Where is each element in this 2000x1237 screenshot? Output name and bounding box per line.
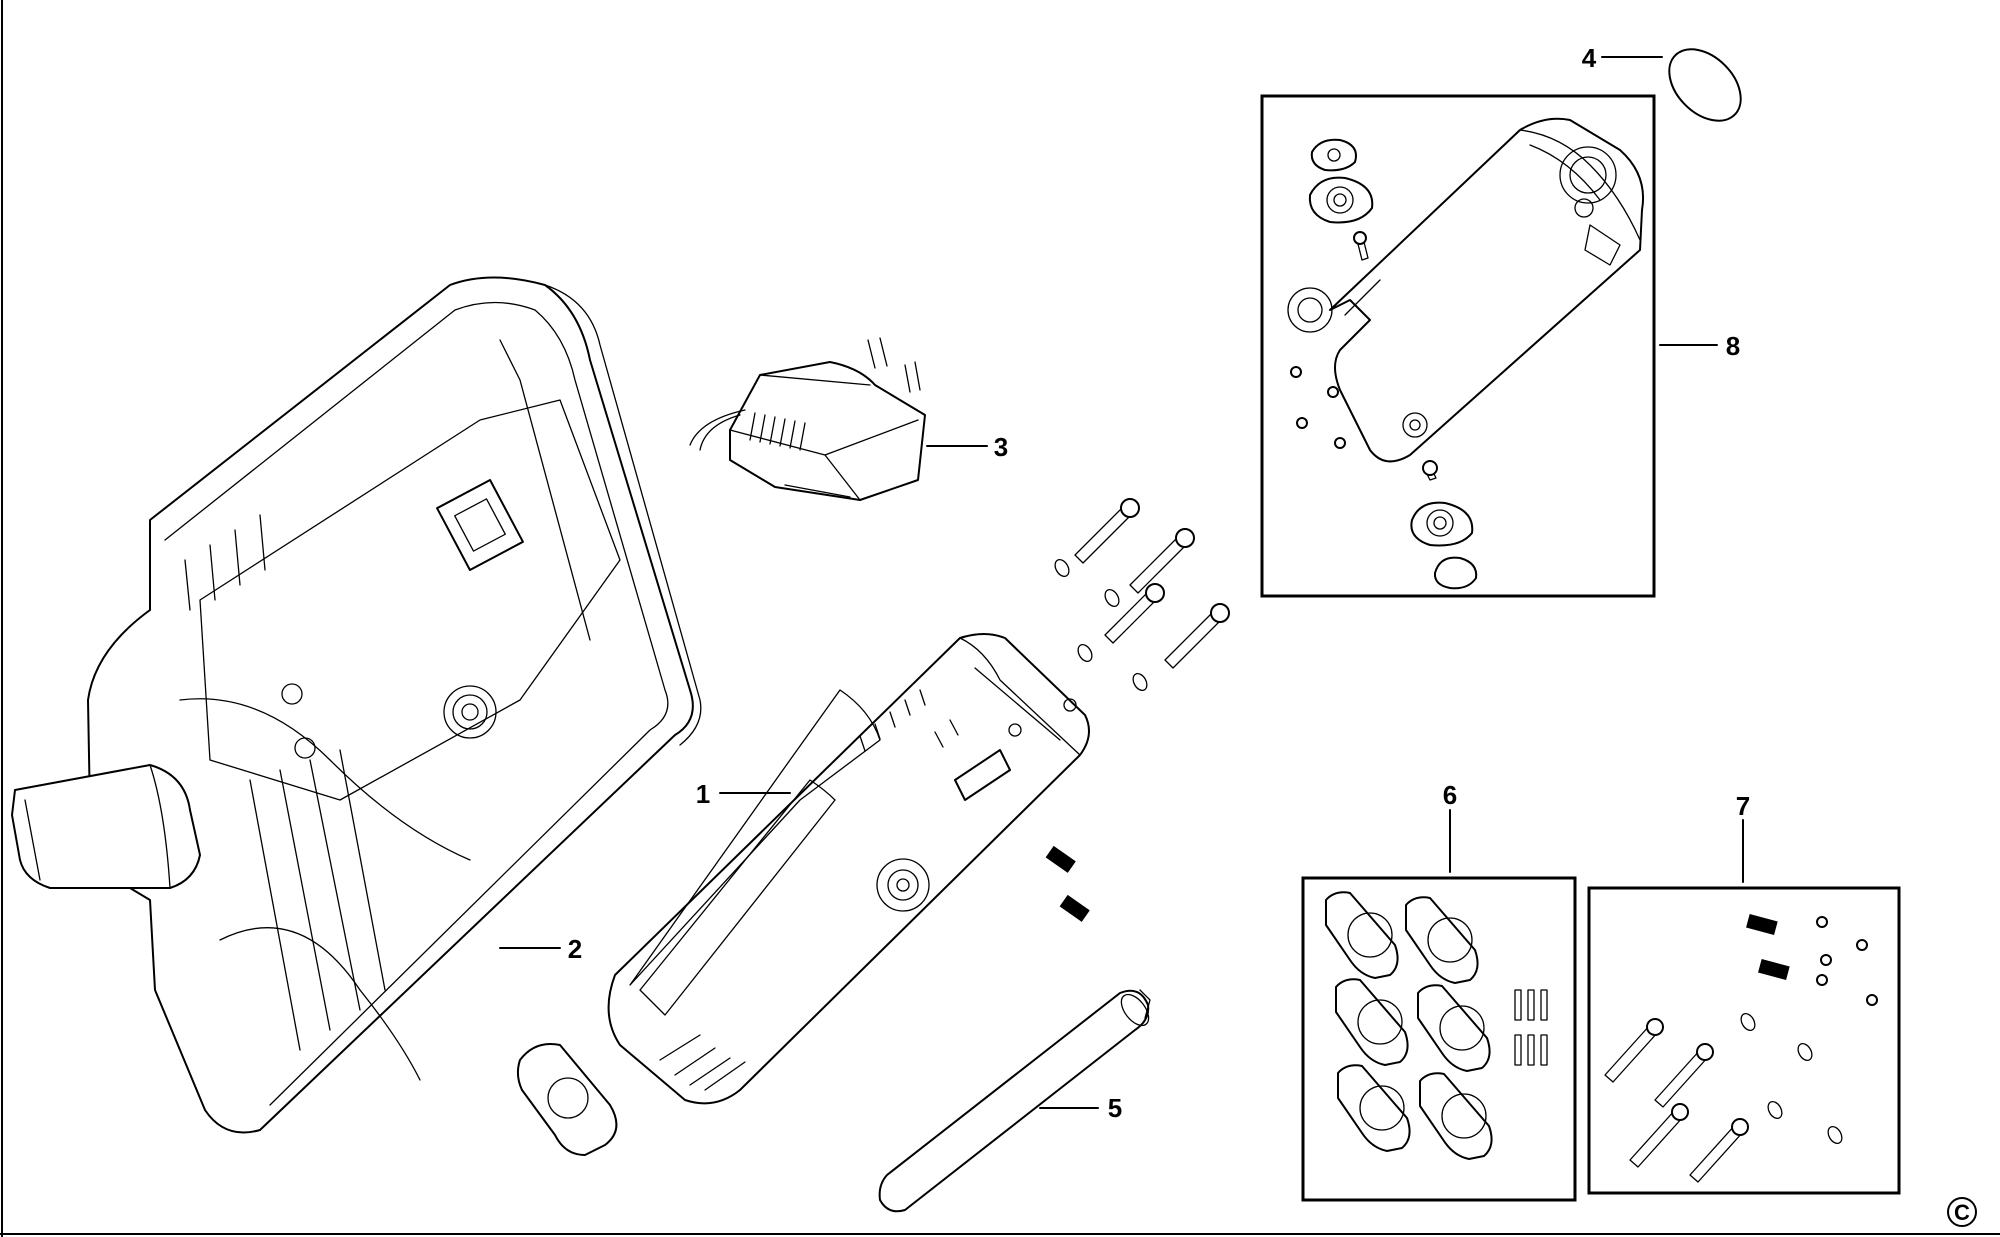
callout-2: 2	[568, 934, 582, 964]
part-1-lamp-body	[607, 633, 1090, 1105]
callout-3: 3	[994, 432, 1008, 462]
part-4-lens	[1601, 48, 1742, 122]
callout-7: 7	[1736, 791, 1750, 821]
part-3-charger	[689, 337, 988, 501]
callout-6: 6	[1443, 780, 1457, 810]
part-6-lens-cap-set-box	[1301, 809, 1577, 1202]
front-cap	[516, 1043, 618, 1156]
callout-4: 4	[1582, 43, 1597, 73]
part-7-screw-kit-box	[1587, 819, 1901, 1195]
assembly-screws	[1045, 498, 1230, 922]
copyright-letter: C	[1954, 1200, 1970, 1225]
callout-8: 8	[1726, 331, 1740, 361]
callout-5: 5	[1108, 1093, 1122, 1123]
part-2-carry-case	[11, 276, 702, 1134]
callout-1: 1	[696, 779, 710, 809]
part-5-battery-tube	[878, 989, 1151, 1213]
copyright-mark: C	[1947, 1197, 1977, 1227]
part-8-head-assembly-box	[1260, 94, 1718, 598]
